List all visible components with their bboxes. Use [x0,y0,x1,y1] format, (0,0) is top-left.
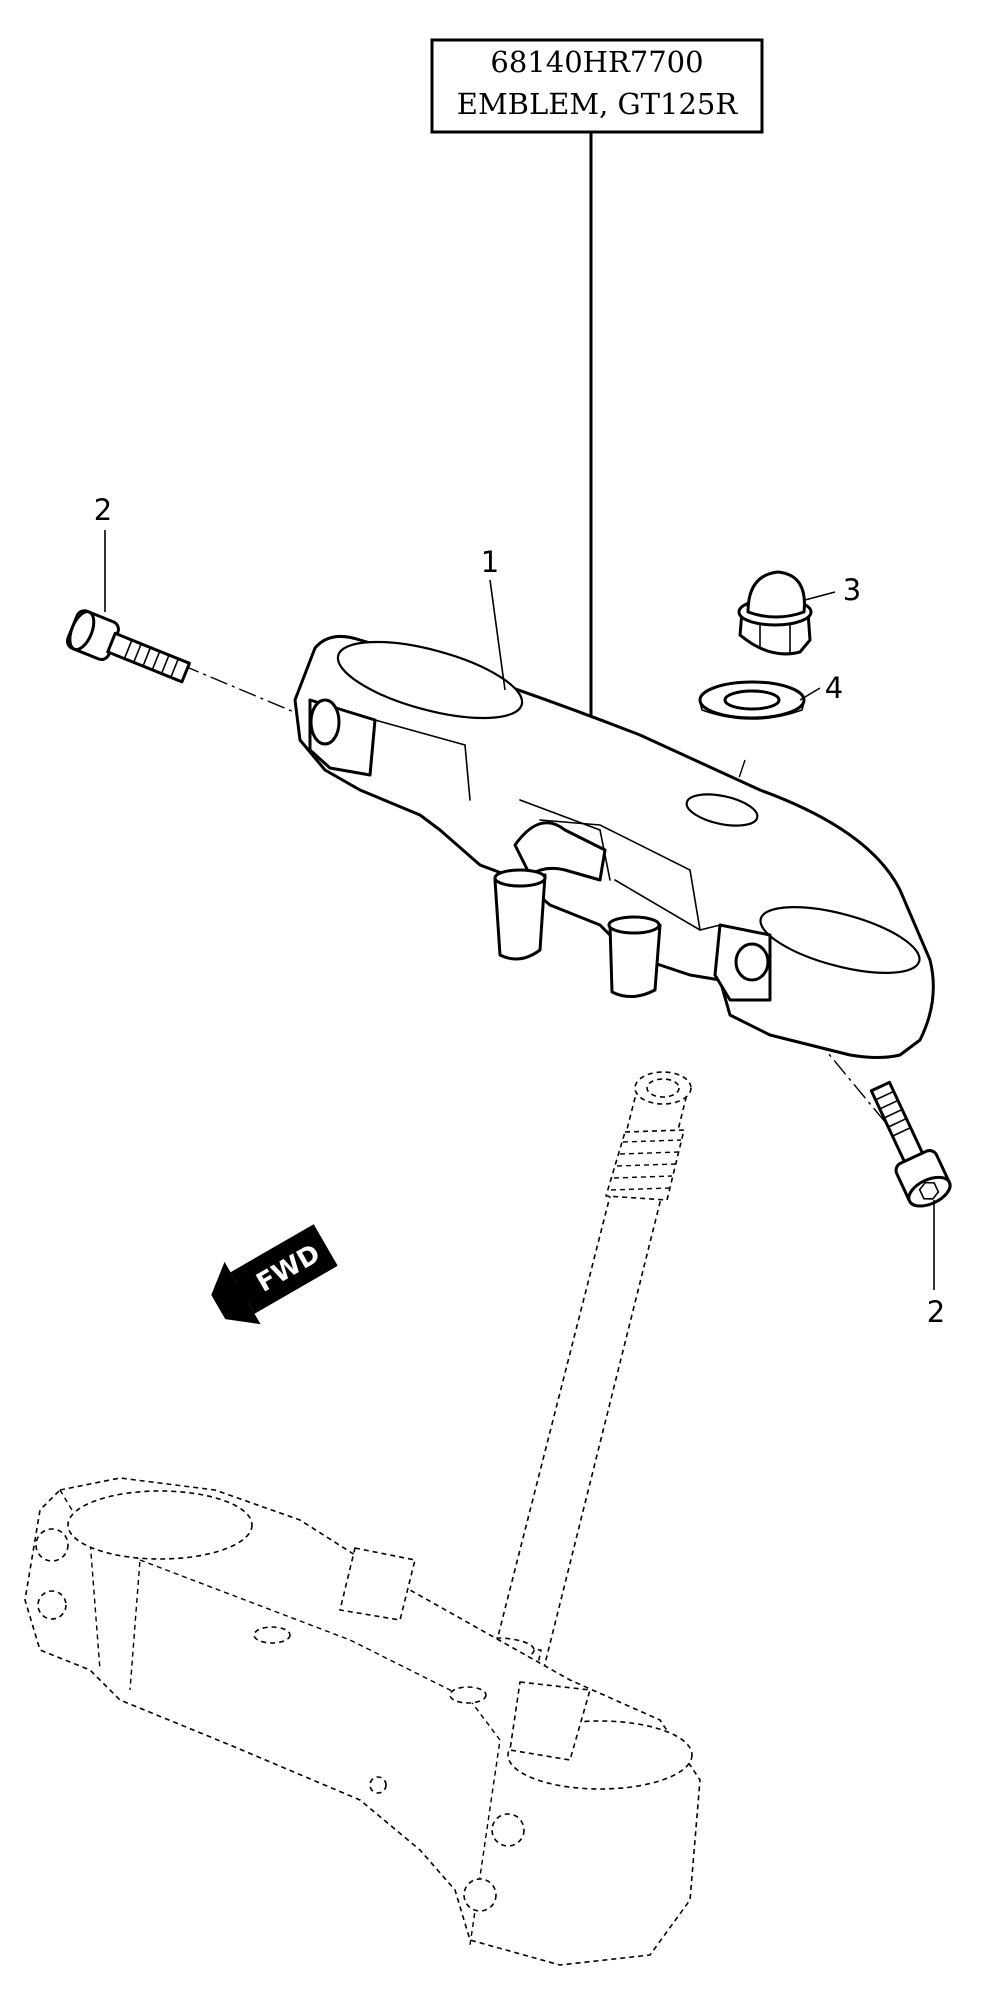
bottom-bridge-ghost [24,1477,701,1966]
top-bridge [293,634,935,1059]
lug-left [339,1547,416,1621]
small-hole-left [253,1626,291,1644]
right-pinch-hole-1 [491,1813,525,1847]
hex-socket-icon [918,1181,940,1200]
label-top-bridge: 1 [481,545,499,579]
right-pinch-hole-2 [463,1878,497,1912]
left-clamp-face [119,1544,141,1691]
label-washer: 4 [825,671,843,705]
center-notch [513,821,607,882]
bolt-left [65,609,191,684]
center-hole [369,1776,387,1794]
bridge-top-edge [139,1559,471,1701]
leader-top-bridge [489,579,506,691]
fwd-arrow-icon [213,1224,338,1316]
label-cap-nut: 3 [843,573,861,607]
left-bolt-hole [309,698,341,746]
stem-shaft [464,1085,690,1769]
lug-right-top [607,915,661,935]
stem-nut-hole [685,793,759,827]
mid-notch-edge [539,819,701,931]
right-clamp-edge [469,1699,501,1946]
lug-right [509,1681,591,1761]
right-fork-bore [759,906,921,974]
stem-bore [646,1078,680,1098]
lug-left [493,873,547,961]
mid-step-edge [519,799,611,881]
leader-cap-nut [804,591,836,601]
leader-washer [799,687,821,701]
forward-direction-indicator: FWD [211,1224,338,1325]
right-face-edge [614,879,721,931]
callout-part-number: 68140HR7700 [490,45,703,79]
washer-edge [699,701,805,720]
bottom-bridge-body [24,1477,701,1966]
bolt-left-head-face [68,610,96,652]
callout-box [430,38,764,134]
left-pinch-hole-2 [37,1590,67,1620]
bolt-left-shank [106,631,191,684]
left-fork-bore [67,1490,253,1560]
washer-inner [723,689,781,711]
cap-nut [737,570,813,656]
cap-nut-dome [746,570,806,619]
lug-right [608,923,662,998]
callout-description: EMBLEM, GT125R [457,87,739,121]
right-bolt-hole [734,942,770,982]
label-bolt-left: 2 [94,493,112,527]
left-fork-bore [336,640,524,720]
emblem-callout: 68140HR7700 EMBLEM, GT125R [430,38,764,772]
washer [698,680,806,720]
lower-face-edge-left [374,719,471,801]
small-hole-right [449,1686,487,1704]
lug-left-top [493,868,547,888]
left-pinch-hole-1 [35,1528,69,1562]
bolt-right [869,1080,952,1208]
thread-hatching [610,1139,682,1191]
label-bolt-right: 2 [927,1295,945,1329]
